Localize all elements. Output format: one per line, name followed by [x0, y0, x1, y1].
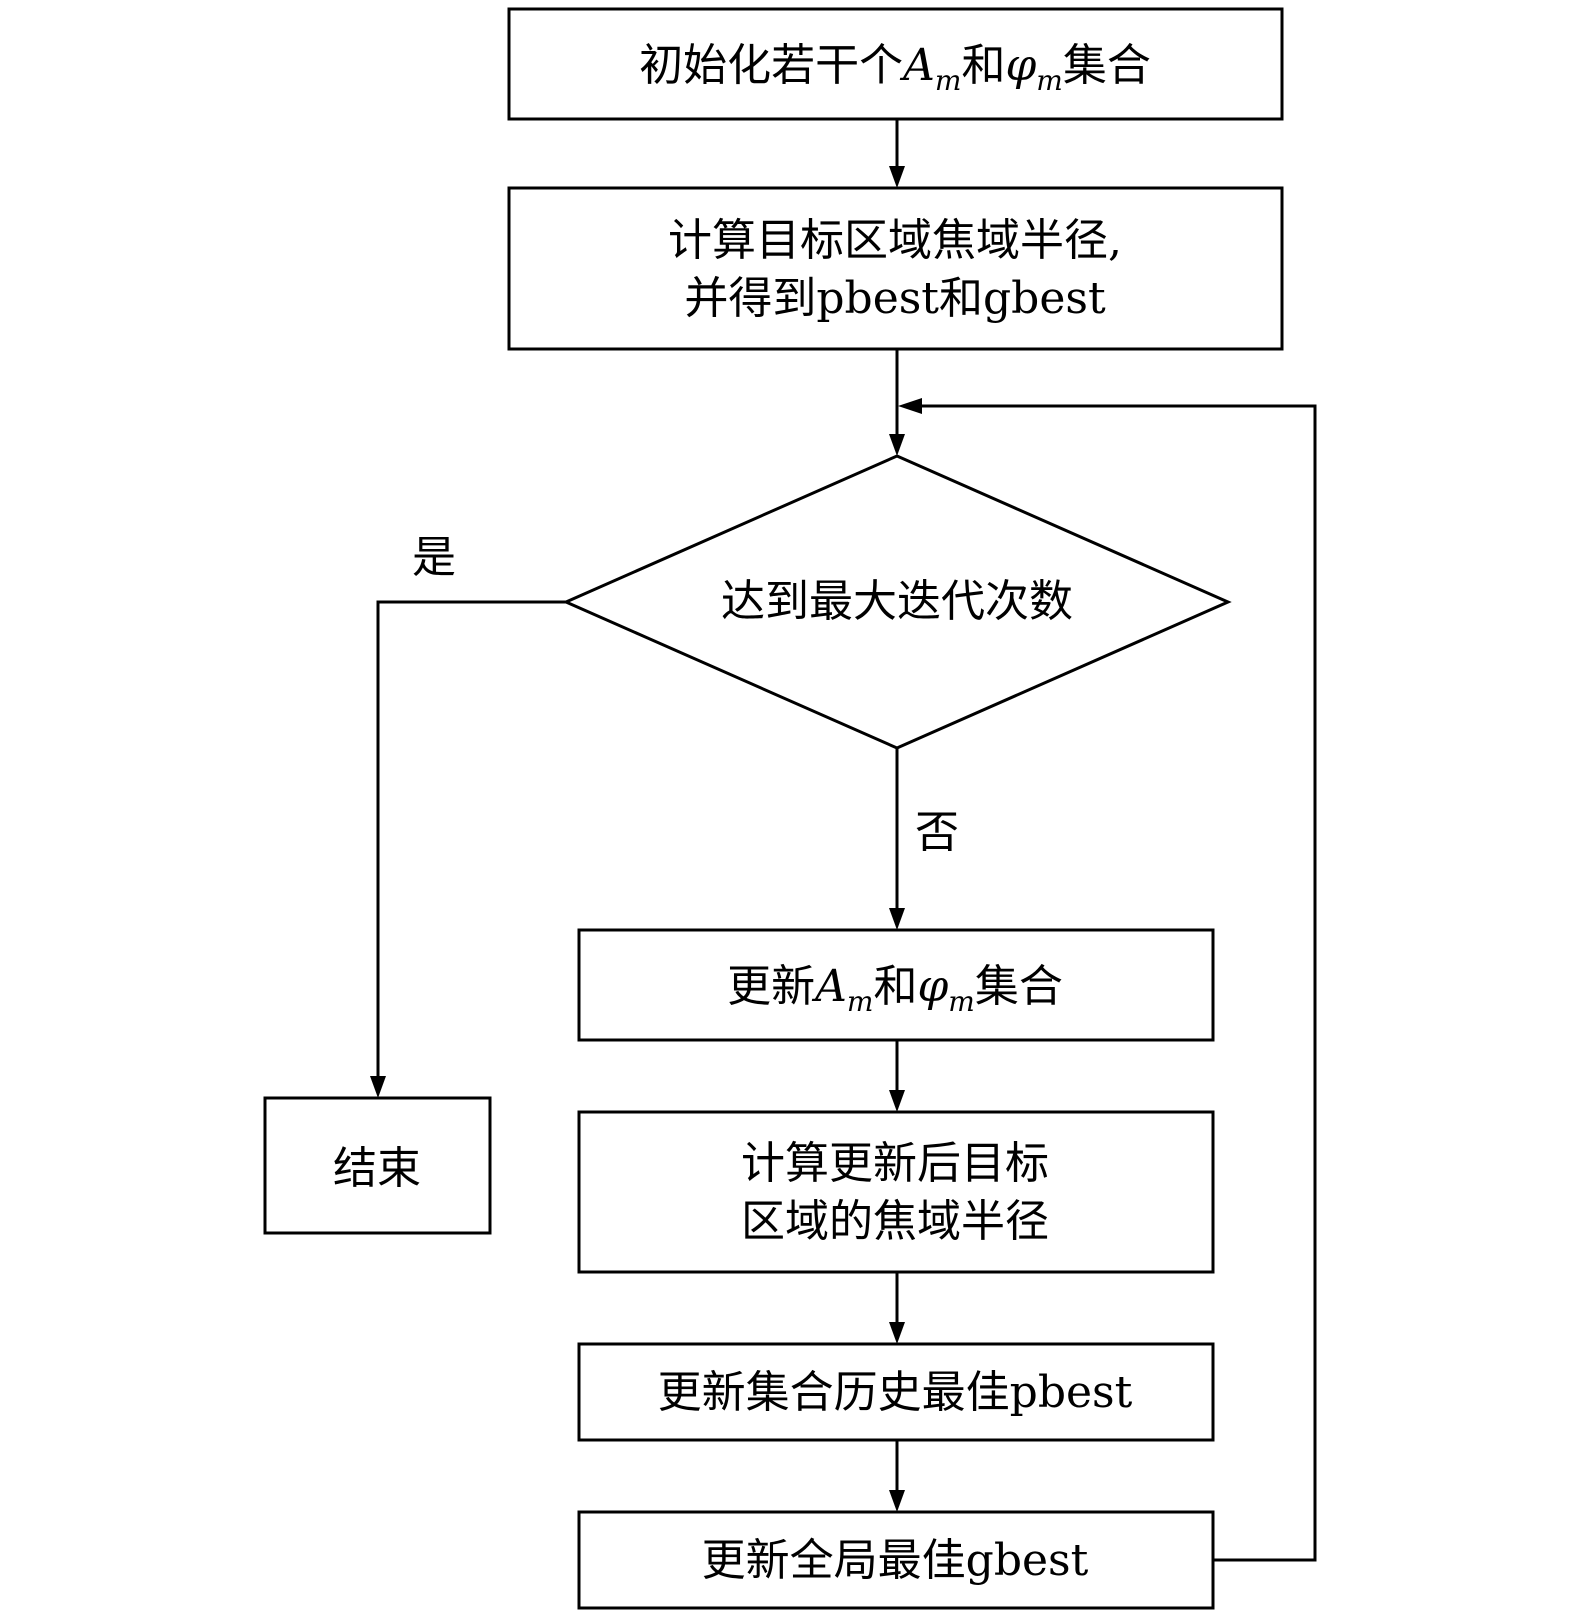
arrowhead [889, 166, 905, 188]
yes-label: 是 [412, 532, 456, 583]
arrowhead [370, 1076, 386, 1098]
compute-radius-line2: 并得到pbest和gbest [684, 273, 1106, 324]
end-node [263, 1096, 492, 1235]
compute-updated-line1: 计算更新后目标 [741, 1138, 1049, 1189]
arrowhead [889, 1322, 905, 1344]
update-gbest-node [577, 1510, 1215, 1610]
init-node-label: 初始化若干个Am和φm集合 [639, 40, 1151, 97]
no-label: 否 [915, 807, 959, 858]
compute-updated-node [577, 1110, 1215, 1274]
compute-updated-line2: 区域的焦域半径 [741, 1196, 1049, 1247]
arrow-loop-back [918, 404, 1317, 1562]
arrowhead [889, 1490, 905, 1512]
arrow-yes-to-end [376, 600, 566, 1080]
arrowhead [889, 1090, 905, 1112]
arrowhead [898, 398, 922, 414]
init-node [507, 7, 1284, 121]
decision-label: 达到最大迭代次数 [721, 576, 1073, 627]
update-pbest-node [577, 1342, 1215, 1442]
arrowhead [889, 908, 905, 930]
end-label: 结束 [333, 1143, 421, 1194]
update-set-label: 更新Am和φm集合 [727, 961, 1063, 1018]
compute-radius-node [507, 186, 1284, 351]
arrowhead [889, 434, 905, 456]
compute-radius-line1: 计算目标区域焦域半径, [668, 215, 1122, 266]
update-gbest-label: 更新全局最佳gbest [702, 1535, 1089, 1586]
update-set-node [577, 928, 1215, 1042]
update-pbest-label: 更新集合历史最佳pbest [658, 1367, 1133, 1418]
